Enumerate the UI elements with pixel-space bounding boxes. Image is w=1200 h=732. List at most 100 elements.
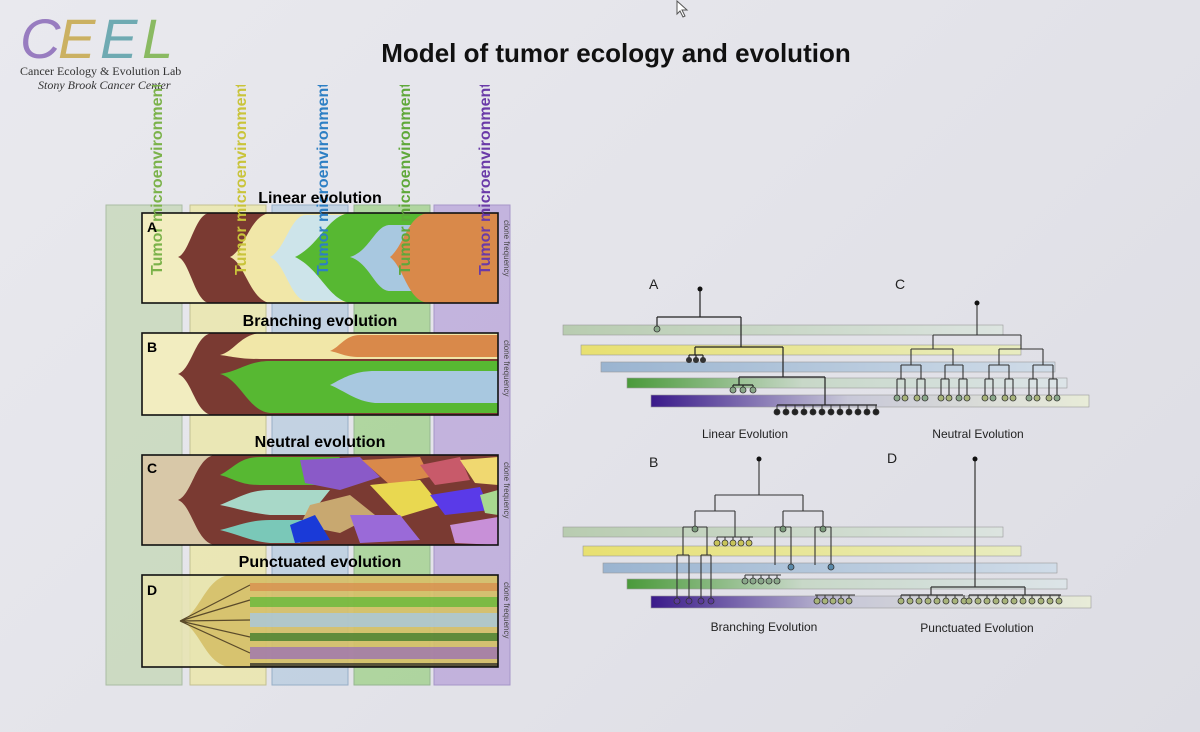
- tree-leaf-node: [924, 597, 932, 605]
- row-b-frame: [141, 332, 499, 416]
- tree-leaf-node: [937, 394, 945, 402]
- top-bar-3: [600, 361, 1056, 373]
- tree-leaf-node: [1045, 394, 1053, 402]
- tree-leaf-node: [829, 597, 837, 605]
- tree-leaf-node: [729, 539, 737, 547]
- row-d-clone-5: [250, 633, 498, 641]
- tree-leaf-node: [854, 408, 862, 416]
- row-c-muller-plot: [141, 454, 499, 546]
- tree-leaf-node: [1001, 394, 1009, 402]
- tree-leaf-node: [915, 597, 923, 605]
- tree-a-letter: A: [649, 276, 659, 292]
- tree-leaf-node: [942, 597, 950, 605]
- tree-leaf-node: [791, 408, 799, 416]
- tree-leaf-node: [981, 394, 989, 402]
- tree-a-caption: Linear Evolution: [702, 427, 788, 441]
- tree-leaf-node: [906, 597, 914, 605]
- row-d-clone-4: [250, 613, 498, 627]
- tree-c-caption: Neutral Evolution: [932, 427, 1023, 441]
- row-c-clone-9: [370, 480, 440, 517]
- env-label-4: Tumor microenvironment 4: [397, 85, 414, 275]
- tree-leaf-node: [685, 597, 693, 605]
- ceel-logo-graphic: C E E L: [20, 7, 173, 70]
- row-c-title: Neutral evolution: [255, 434, 386, 451]
- tree-leaf-node: [1009, 394, 1017, 402]
- logo-letter-c: C: [20, 7, 61, 68]
- tree-neutral-nodes: [893, 300, 1061, 402]
- tree-leaf-node: [863, 408, 871, 416]
- row-c-frame: [141, 454, 499, 546]
- tree-leaf-node: [697, 597, 705, 605]
- row-b-clone-5: [330, 371, 498, 403]
- bottom-bar-5: [650, 595, 1092, 609]
- tree-leaf-node: [1010, 597, 1018, 605]
- bottom-env-bars: [562, 526, 1092, 609]
- phylogeny-trees-panel: A C B D Linear Evolution Neutral Evoluti…: [562, 276, 1092, 635]
- tree-branching-nodes: [673, 456, 853, 605]
- row-b-muller-plot: [141, 332, 499, 416]
- tree-d-caption: Punctuated Evolution: [920, 621, 1033, 635]
- logo-letter-e2: E: [100, 7, 138, 68]
- tree-branching: [676, 459, 855, 599]
- tree-leaf-node: [779, 525, 787, 533]
- tree-leaf-node: [1028, 597, 1036, 605]
- clone-frequency-label-c: clone frequency: [502, 462, 511, 518]
- tree-leaf-node: [1037, 597, 1045, 605]
- tree-leaf-node: [893, 394, 901, 402]
- row-a-frame: [141, 212, 499, 304]
- tree-leaf-node: [1001, 597, 1009, 605]
- tree-leaf-node: [933, 597, 941, 605]
- tree-leaf-node: [721, 539, 729, 547]
- tree-leaf-node: [773, 408, 781, 416]
- tree-leaf-node: [737, 539, 745, 547]
- env-label-1: Tumor microenvironment: [149, 85, 166, 275]
- row-a-title: Linear evolution: [258, 190, 382, 207]
- row-d-clone-6: [250, 647, 498, 659]
- tree-leaf-node: [845, 408, 853, 416]
- row-c-clone-11: [420, 457, 470, 485]
- tree-leaf-node: [819, 525, 827, 533]
- tree-linear-nodes: [653, 286, 757, 394]
- tree-leaf-node: [1055, 597, 1063, 605]
- tree-leaf-node: [872, 408, 880, 416]
- row-c-clone-12: [430, 487, 490, 515]
- tree-leaf-node: [983, 597, 991, 605]
- env-labels: Tumor microenvironment Tumor microenviro…: [149, 85, 494, 275]
- row-d-branch-lines: [179, 584, 251, 654]
- tree-punctuated: [901, 459, 1061, 596]
- tree-leaf-node: [989, 394, 997, 402]
- tree-leaf-node: [1025, 394, 1033, 402]
- tree-leaf-node: [836, 408, 844, 416]
- tree-leaf-node: [1046, 597, 1054, 605]
- tree-leaf-node: [813, 597, 821, 605]
- row-d-muller-plot: [141, 574, 499, 668]
- tree-leaf-node: [827, 563, 835, 571]
- top-bar-5: [650, 394, 1090, 408]
- logo-letter-e1: E: [58, 7, 96, 68]
- top-bar-1: [562, 324, 1004, 336]
- tree-leaf-node: [800, 408, 808, 416]
- tree-leaf-node: [757, 577, 765, 585]
- tree-b-caption: Branching Evolution: [711, 620, 818, 634]
- tree-leaf-node: [741, 577, 749, 585]
- tree-leaf-node: [837, 597, 845, 605]
- env-label-5: Tumor microenvironment 5: [477, 85, 494, 275]
- tree-leaf-node: [845, 597, 853, 605]
- row-b-title: Branching evolution: [243, 313, 398, 330]
- tree-leaf-node: [1019, 597, 1027, 605]
- clone-frequency-label-b: clone frequency: [502, 340, 511, 396]
- tree-leaf-node: [821, 597, 829, 605]
- tree-linear-leaf-row: [773, 405, 880, 416]
- mouse-cursor-icon: [676, 0, 689, 18]
- top-env-bars: [562, 324, 1090, 408]
- tree-leaf-node: [963, 394, 971, 402]
- row-c-clone-14: [450, 517, 498, 545]
- tree-leaf-node: [673, 597, 681, 605]
- tree-leaf-node: [749, 577, 757, 585]
- tree-leaf-node: [787, 563, 795, 571]
- tree-leaf-node: [773, 577, 781, 585]
- tree-punctuated-nodes: [897, 456, 1063, 605]
- tree-leaf-node: [992, 597, 1000, 605]
- tree-b-letter: B: [649, 454, 658, 470]
- clone-frequency-label-d: clone frequency: [502, 582, 511, 638]
